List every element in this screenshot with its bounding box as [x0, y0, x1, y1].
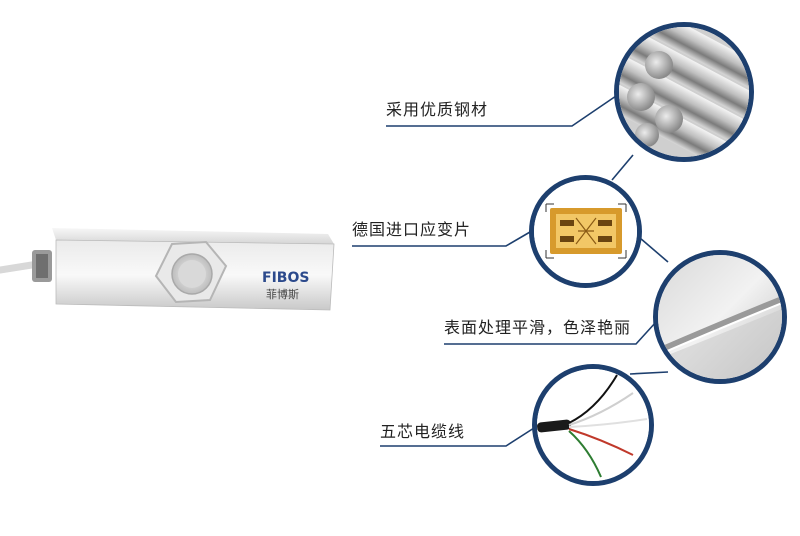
steel-rods-image [614, 22, 754, 162]
brand-cn-text: 菲博斯 [266, 288, 299, 301]
feature-label-strain-gauge: 德国进口应变片 [352, 220, 472, 239]
connector-line-cable [380, 427, 535, 447]
strain-gauge-image [529, 175, 642, 288]
connector-steel-to-gauge [611, 154, 634, 181]
connector-surface-to-cable [629, 371, 669, 375]
connector-line-gauge [352, 231, 531, 247]
five-core-cable-image [532, 364, 654, 486]
feature-label-cable: 五芯电缆线 [380, 422, 466, 441]
feature-label-steel: 采用优质钢材 [386, 100, 489, 119]
brand-logo-text: FIBOS [262, 270, 309, 286]
polished-surface-image [653, 250, 787, 384]
load-cell-image: FIBOS 菲博斯 [0, 228, 335, 311]
connector-line-steel [386, 95, 617, 127]
connector-gauge-to-surface [639, 237, 669, 263]
feature-label-surface: 表面处理平滑，色泽艳丽 [444, 318, 632, 337]
connector-line-surface [444, 321, 657, 345]
